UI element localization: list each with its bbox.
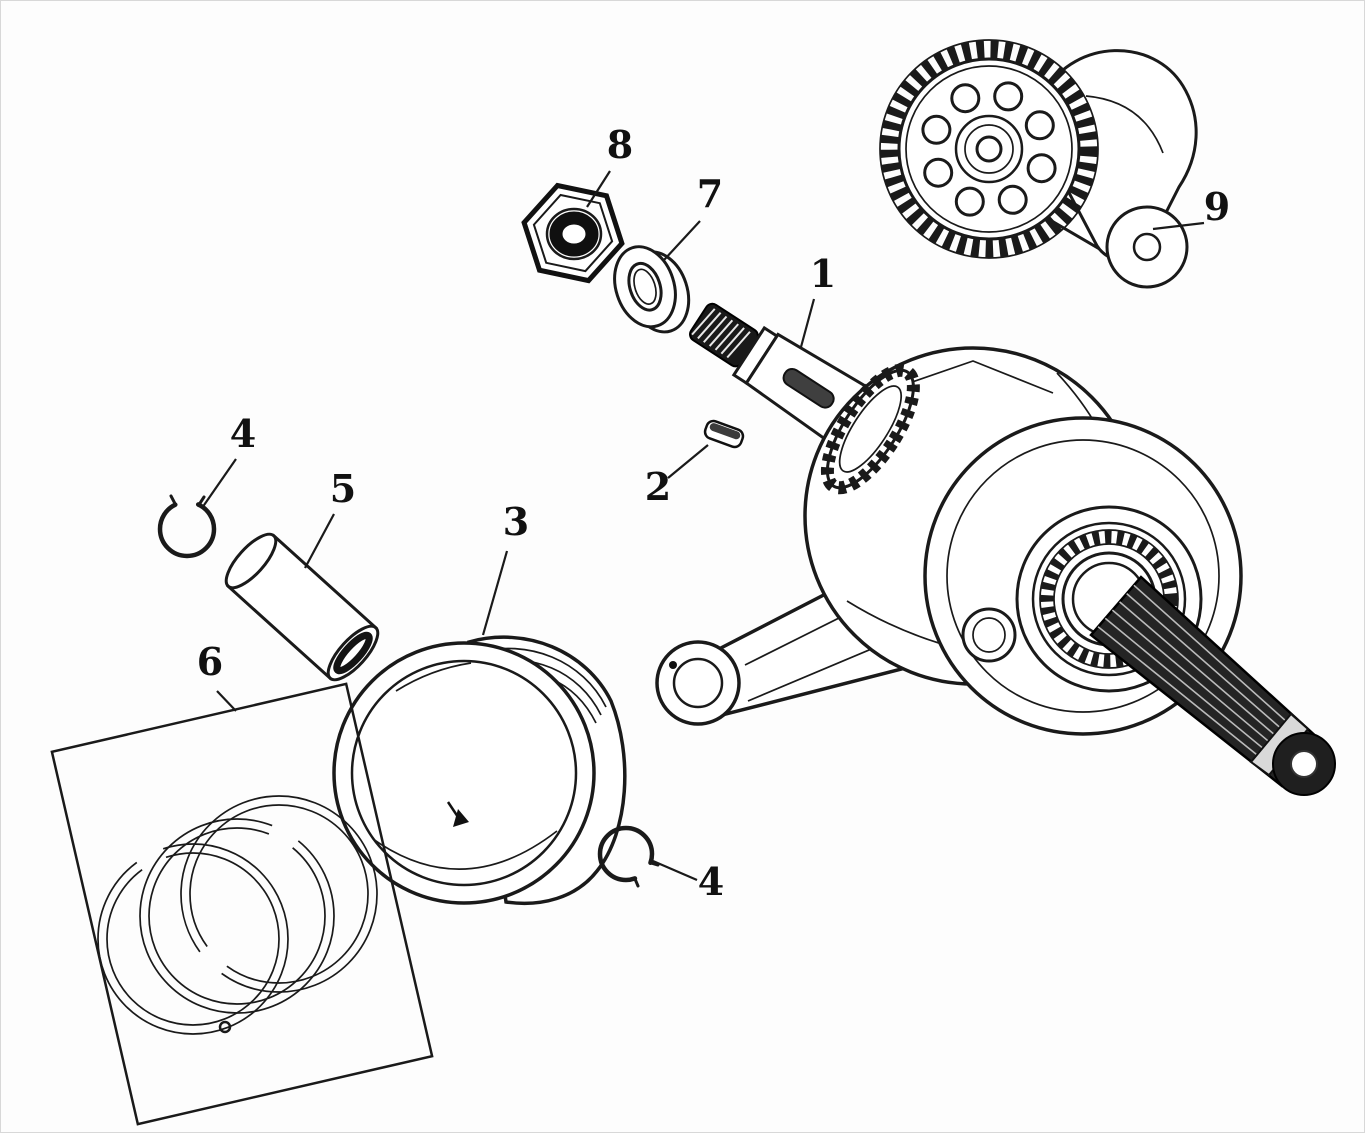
callout-2: 2 [645, 444, 709, 509]
piston-ring-3 [180, 795, 378, 993]
leader-line [586, 170, 611, 208]
callout-5: 5 [304, 466, 356, 569]
balancer-gear [879, 39, 1099, 259]
callout-3: 3 [481, 499, 529, 636]
callout-label-3: 3 [503, 499, 529, 544]
callout-label-8: 8 [607, 122, 633, 167]
callouts: 1 2 3 4 4 5 6 7 [197, 122, 1230, 904]
ring-end-pin [218, 1020, 232, 1034]
rod-small-end [655, 640, 741, 726]
piston-ring-1 [97, 843, 289, 1035]
callout-4-upper: 4 [201, 411, 256, 509]
leader-line [481, 550, 509, 636]
callout-9: 9 [1152, 184, 1230, 231]
callout-label-6: 6 [197, 639, 223, 684]
piston-skirt [332, 641, 596, 905]
leader-line [652, 859, 698, 882]
leader-line [799, 298, 816, 348]
leader-line [216, 690, 237, 712]
callout-label-4-lower: 4 [698, 859, 724, 904]
callout-6: 6 [197, 639, 237, 712]
callout-label-7: 7 [697, 171, 723, 216]
circlip-upper-part [157, 494, 217, 559]
piston-ring-set-part [50, 682, 434, 1126]
ring-set-box [50, 682, 434, 1126]
woodruff-key-part [703, 419, 745, 449]
callout-7: 7 [663, 171, 723, 261]
piston-ring-2 [139, 818, 335, 1014]
callout-label-5: 5 [330, 466, 356, 511]
washer-part [613, 245, 691, 334]
leader-line [663, 220, 701, 261]
nut-part [521, 182, 625, 284]
callout-label-1: 1 [810, 251, 836, 296]
callout-label-4-upper: 4 [230, 411, 256, 456]
leader-line [667, 444, 709, 479]
crank-primary-gear [820, 363, 920, 495]
balancer-shaft-end [1105, 205, 1189, 289]
piston-part [332, 635, 627, 906]
callout-label-2: 2 [645, 464, 671, 509]
splined-shaft [1089, 575, 1336, 796]
callout-label-9: 9 [1204, 184, 1230, 229]
balancer-shaft-part [879, 39, 1198, 289]
callout-1: 1 [799, 251, 836, 348]
crankshaft-part [655, 302, 1336, 796]
circlip-lower-part [597, 825, 660, 888]
piston-arrow-mark [453, 809, 469, 827]
piston-pin-part [224, 532, 380, 682]
leader-line [304, 513, 335, 569]
callout-4-lower: 4 [652, 859, 724, 904]
callout-8: 8 [586, 122, 633, 208]
leader-line [201, 458, 237, 509]
leader-line [1152, 221, 1205, 231]
